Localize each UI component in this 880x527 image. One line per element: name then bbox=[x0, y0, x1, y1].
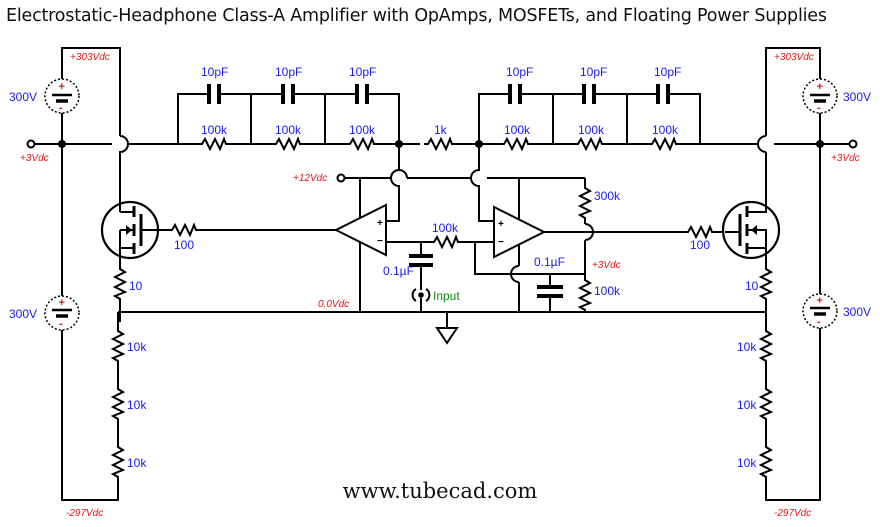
source-resistor-right bbox=[760, 264, 772, 302]
left-output-terminal[interactable] bbox=[26, 139, 36, 149]
right-output-terminal[interactable] bbox=[848, 139, 858, 149]
feedback-network-right: 10pF 10pF 10pF 100k 100k 100k bbox=[475, 65, 758, 150]
bias-divider-top bbox=[579, 183, 591, 221]
feedback-res-label: 100k bbox=[275, 123, 302, 137]
opamp-plus-pin: + bbox=[498, 219, 504, 230]
footer-url[interactable]: www.tubecad.com bbox=[342, 479, 538, 503]
right-bottom-rail-voltage: -297Vdc bbox=[774, 508, 811, 519]
supply-terminal[interactable] bbox=[336, 173, 346, 183]
bias-divider-bottom bbox=[579, 275, 591, 313]
opamp-left: + − bbox=[333, 178, 387, 312]
right-output-voltage: +3Vdc bbox=[831, 153, 860, 164]
load-resistor-label: 10k bbox=[737, 398, 757, 412]
battery-plus-sign: + bbox=[817, 81, 823, 93]
battery-value: 300V bbox=[843, 305, 871, 319]
left-bottom-rail-wire bbox=[61, 330, 119, 501]
input-jack[interactable] bbox=[411, 288, 431, 312]
load-resistor-left-1 bbox=[112, 326, 124, 364]
feedback-res-label: 100k bbox=[349, 123, 376, 137]
opamp-minus-pin: − bbox=[377, 236, 383, 247]
battery-value: 300V bbox=[843, 90, 871, 104]
left-top-rail-wire bbox=[61, 47, 121, 136]
load-resistor-left-3 bbox=[112, 442, 124, 480]
mosfet-right bbox=[721, 198, 781, 265]
battery-value: 300V bbox=[9, 307, 37, 321]
battery-plus-sign: + bbox=[59, 297, 65, 309]
battery-minus-sign: - bbox=[817, 316, 821, 328]
input-capacitor-label: 0.1µF bbox=[383, 264, 414, 278]
opamp-minus-pin: − bbox=[498, 237, 504, 248]
supply-voltage: +12Vdc bbox=[293, 173, 327, 184]
center-resistor-label: 1k bbox=[434, 123, 448, 137]
load-resistor-label: 10k bbox=[127, 340, 147, 354]
battery-minus-sign: - bbox=[817, 102, 821, 114]
input-jack-label: Input bbox=[433, 289, 460, 303]
source-resistor-left-label: 10 bbox=[129, 279, 143, 293]
left-channel-power: +303Vdc + - 300V +3Vdc + - 300V bbox=[9, 47, 178, 519]
mosfet-left bbox=[100, 198, 160, 265]
load-resistor-label: 10k bbox=[737, 340, 757, 354]
load-resistor-right-1 bbox=[760, 326, 772, 364]
load-resistor-right-3 bbox=[760, 442, 772, 480]
feedback-cap-label: 10pF bbox=[506, 65, 533, 79]
bias-node-voltage: +3Vdc bbox=[592, 260, 621, 271]
feedback-cap-label: 10pF bbox=[349, 65, 376, 79]
battery-left-top: + - 300V bbox=[9, 72, 80, 145]
feedback-cap-label: 10pF bbox=[580, 65, 607, 79]
feedback-cap-label: 10pF bbox=[275, 65, 302, 79]
left-hop bbox=[119, 135, 129, 158]
gate-resistor-right bbox=[683, 226, 717, 238]
bias-capacitor-label: 0.1µF bbox=[534, 255, 565, 269]
battery-right-bottom: + - 300V bbox=[802, 293, 871, 329]
right-top-rail-voltage: +303Vdc bbox=[774, 52, 814, 63]
battery-value: 300V bbox=[9, 90, 37, 104]
center-resistor bbox=[423, 138, 457, 150]
feedback-res-label: 100k bbox=[504, 123, 531, 137]
feedback-cap-label: 10pF bbox=[654, 65, 681, 79]
left-output-voltage: +3Vdc bbox=[20, 153, 49, 164]
bias-wire bbox=[474, 242, 585, 275]
gate-resistor-right-label: 100 bbox=[690, 238, 710, 252]
gate-resistor-left bbox=[167, 224, 201, 236]
load-resistor-right-2 bbox=[760, 384, 772, 422]
feedback-res-label: 100k bbox=[201, 123, 228, 137]
ground-symbol bbox=[435, 312, 459, 345]
opamp-inv-resistor bbox=[429, 236, 463, 248]
ground-rail-voltage: 0.0Vdc bbox=[318, 299, 349, 310]
opamp-inv-resistor-label: 100k bbox=[432, 221, 459, 235]
feedback-cap-label: 10pF bbox=[201, 65, 228, 79]
battery-left-bottom: + - 300V bbox=[9, 295, 80, 331]
feedback-network-left: 10pF 10pF 10pF 100k 100k 100k bbox=[177, 65, 420, 150]
source-resistor-left bbox=[114, 264, 126, 302]
load-resistor-label: 10k bbox=[127, 398, 147, 412]
battery-minus-sign: - bbox=[59, 318, 63, 330]
load-resistor-label: 10k bbox=[737, 456, 757, 470]
opamp-right: + − bbox=[493, 178, 547, 312]
battery-plus-sign: + bbox=[59, 81, 65, 93]
load-resistor-left-2 bbox=[112, 384, 124, 422]
battery-plus-sign: + bbox=[817, 295, 823, 307]
feedback-res-label: 100k bbox=[652, 123, 679, 137]
battery-right-top: + - 300V bbox=[802, 72, 871, 145]
source-resistor-right-label: 10 bbox=[745, 279, 759, 293]
right-channel-power: +303Vdc + - 300V +3Vdc + - 300V -297Vdc bbox=[757, 47, 871, 519]
battery-minus-sign: - bbox=[59, 102, 63, 114]
gate-resistor-left-label: 100 bbox=[174, 238, 194, 252]
schematic-title: Electrostatic-Headphone Class-A Amplifie… bbox=[6, 6, 827, 26]
opamp-plus-pin: + bbox=[377, 218, 383, 229]
load-resistor-label: 10k bbox=[127, 456, 147, 470]
bias-divider-top-label: 300k bbox=[594, 189, 621, 203]
left-top-rail-voltage: +303Vdc bbox=[70, 52, 110, 63]
bias-divider-bottom-label: 100k bbox=[594, 284, 621, 298]
feedback-res-label: 100k bbox=[578, 123, 605, 137]
left-bottom-rail-voltage: -297Vdc bbox=[66, 508, 103, 519]
